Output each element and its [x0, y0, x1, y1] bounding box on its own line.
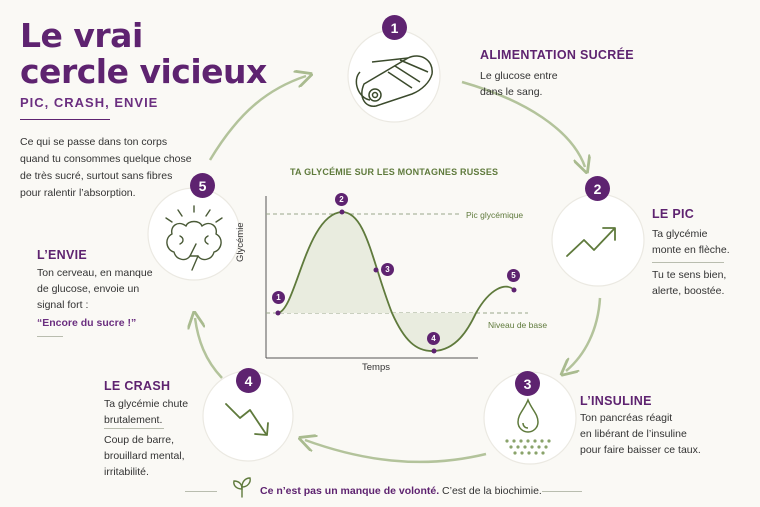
candy-wrapper-icon	[355, 55, 433, 107]
step-4-text: Ta glycémie chute brutalement.	[104, 398, 189, 426]
step-3-title: L’INSULINE	[580, 394, 652, 408]
step-2-divider	[652, 262, 724, 263]
step-4-title: LE CRASH	[104, 379, 171, 393]
step-1-text: Le glucose entre dans le sang.	[480, 70, 558, 98]
chart-marker-5: 5	[507, 269, 520, 282]
cycle-arrow-3-to-4	[305, 440, 487, 464]
chart-marker-3: 3	[381, 263, 394, 276]
particle-dots	[505, 439, 551, 455]
step-3-text: Ton pancréas réagit en libérant de l’ins…	[580, 412, 701, 456]
step-5-divider	[37, 336, 63, 337]
peak-label: Pic glycémique	[466, 210, 524, 220]
title-divider	[20, 119, 110, 120]
sprout-icon	[233, 477, 251, 498]
chart-marker-1: 1	[272, 291, 285, 304]
footer-text: Ce n’est pas un manque de volonté. C’est…	[260, 485, 542, 497]
chart-marker-4: 4	[427, 332, 440, 345]
step-4-badge: 4	[236, 368, 261, 393]
footer-emphasis: Ce n’est pas un manque de volonté.	[260, 485, 440, 497]
step-1-title: ALIMENTATION SUCRÉE	[480, 48, 634, 62]
trend-down-arrow-icon	[225, 403, 269, 436]
step-2-text: Ta glycémie monte en flèche.	[652, 228, 730, 256]
footer-rest: C’est de la biochimie.	[439, 485, 542, 497]
cycle-arrow-1-to-2	[461, 80, 585, 167]
step-4-text-2: Coup de barre, brouillard mental, irrita…	[104, 434, 185, 478]
step-2-text-2: Tu te sens bien, alerte, boostée.	[652, 269, 727, 297]
step-3-badge: 3	[515, 371, 540, 396]
step-5-title: L’ENVIE	[37, 248, 88, 262]
glycemia-curve	[277, 211, 515, 352]
step-2-badge: 2	[585, 176, 610, 201]
trend-up-arrow-icon	[566, 227, 616, 257]
cycle-arrow-5-to-1	[208, 76, 306, 161]
glycemia-chart	[265, 196, 528, 359]
footer-rule-right	[542, 491, 582, 492]
page-subtitle: PIC, CRASH, ENVIE	[20, 95, 159, 110]
cycle-arrow-4-to-5	[195, 318, 223, 379]
step-2-circle	[551, 193, 645, 287]
step-2-title: LE PIC	[652, 207, 695, 221]
step-5-badge: 5	[190, 173, 215, 198]
step-4-divider	[104, 428, 164, 429]
page-title: Le vrai cercle vicieux	[20, 16, 267, 91]
area-above-base	[278, 212, 392, 313]
cycle-arrow-2-to-3	[566, 297, 602, 371]
brain-lightning-icon	[165, 205, 223, 271]
chart-marker-2: 2	[335, 193, 348, 206]
base-label: Niveau de base	[488, 320, 548, 330]
chart-title: TA GLYCÉMIE SUR LES MONTAGNES RUSSES	[290, 167, 499, 177]
step-1-badge: 1	[382, 15, 407, 40]
chart-ylabel: Glycémie	[235, 222, 246, 262]
footer-rule-left	[185, 491, 217, 492]
step-5-quote: “Encore du sucre !”	[37, 317, 137, 329]
chart-xlabel: Temps	[362, 362, 390, 373]
step-5-text: Ton cerveau, en manque de glucose, envoi…	[37, 267, 153, 311]
drop-icon	[517, 397, 539, 433]
intro-text: Ce qui se passe dans ton corps quand tu …	[20, 136, 192, 199]
